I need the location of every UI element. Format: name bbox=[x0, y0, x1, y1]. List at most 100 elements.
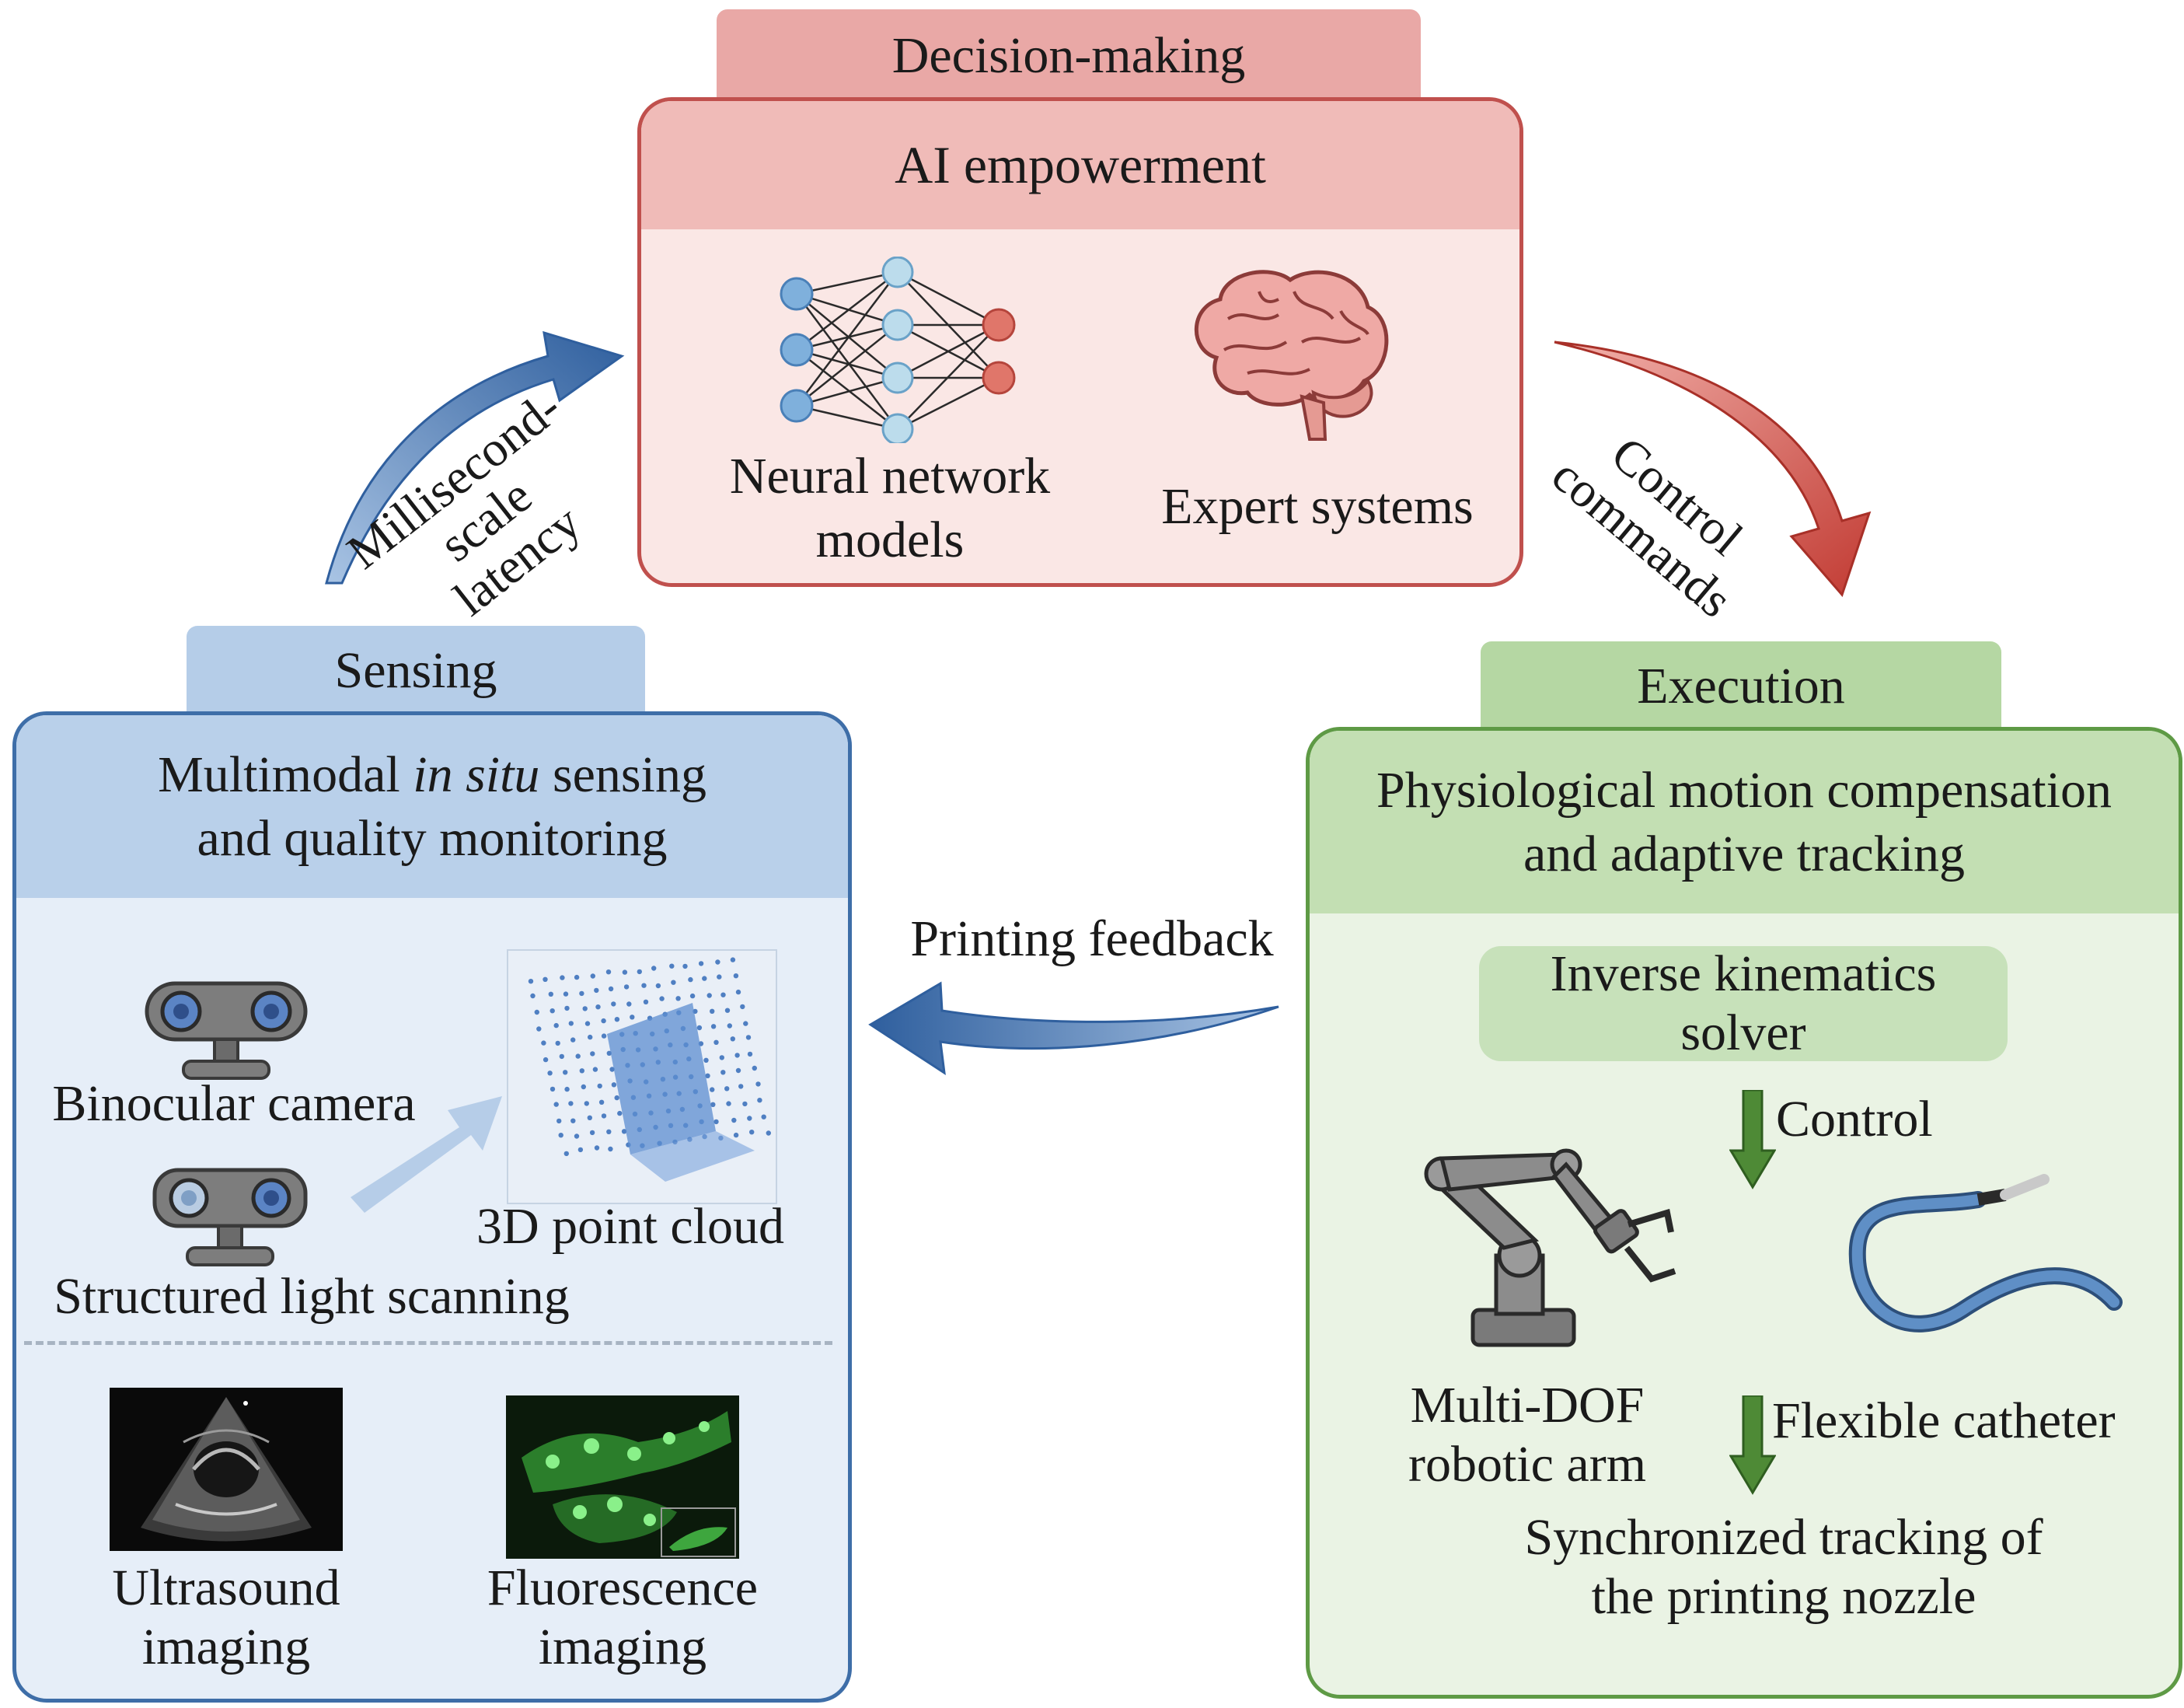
point-cloud-dot bbox=[609, 1067, 615, 1072]
point-cloud-dot bbox=[608, 986, 614, 992]
point-cloud-dot bbox=[564, 1005, 570, 1011]
point-cloud-dot bbox=[710, 1008, 715, 1014]
point-cloud-dot bbox=[555, 1040, 560, 1046]
point-cloud-dot bbox=[730, 957, 736, 962]
point-cloud-dot bbox=[581, 1084, 586, 1090]
neural-network-line2: models bbox=[815, 512, 965, 568]
ultrasound-label: Ultrasound imaging bbox=[63, 1559, 389, 1677]
point-cloud-dot bbox=[595, 1004, 601, 1010]
point-cloud-dot bbox=[675, 996, 681, 1001]
point-cloud-dot bbox=[601, 1018, 606, 1024]
inverse-kinematics-line2: solver bbox=[1680, 1004, 1806, 1061]
synchronized-tracking-line2: the printing nozzle bbox=[1591, 1568, 1976, 1625]
sensing-header-italic: in situ bbox=[413, 746, 540, 803]
point-cloud-dot bbox=[735, 989, 741, 995]
printing-feedback-arrow bbox=[868, 981, 1279, 1076]
point-cloud-dot bbox=[747, 1116, 752, 1121]
point-cloud-dot bbox=[584, 1101, 589, 1106]
point-cloud-dot bbox=[574, 1133, 580, 1139]
point-cloud-dot bbox=[614, 1095, 619, 1101]
scan-direction-arrow bbox=[351, 1096, 502, 1213]
point-cloud-dot bbox=[601, 1113, 607, 1119]
point-cloud-dot bbox=[556, 1118, 562, 1124]
point-cloud-dot bbox=[582, 1006, 588, 1011]
neural-network-icon bbox=[780, 257, 1016, 443]
point-cloud-dot bbox=[730, 1036, 735, 1042]
point-cloud-dot bbox=[710, 1024, 717, 1029]
robotic-arm-line1: Multi-DOF bbox=[1410, 1377, 1645, 1434]
point-cloud-dot bbox=[559, 1053, 564, 1060]
synchronized-tracking-line1: Synchronized tracking of bbox=[1524, 1509, 2043, 1566]
point-cloud-dot bbox=[587, 1115, 592, 1120]
point-cloud-dot bbox=[594, 1145, 600, 1151]
point-cloud-dot bbox=[543, 1057, 549, 1063]
point-cloud-image bbox=[507, 949, 777, 1204]
point-cloud-dot bbox=[536, 1026, 542, 1032]
point-cloud-dot bbox=[755, 1081, 761, 1087]
point-cloud-dot bbox=[575, 1053, 581, 1059]
point-cloud-dot bbox=[558, 1133, 563, 1138]
point-cloud-dot bbox=[742, 1101, 748, 1107]
fluorescence-label: Fluorescence imaging bbox=[452, 1559, 794, 1677]
sensing-header-line1: Multimodal in situ sensing bbox=[158, 743, 706, 807]
point-cloud-dot bbox=[541, 1040, 546, 1046]
point-cloud-dot bbox=[623, 984, 630, 990]
synchronized-tracking-label: Synchronized tracking of the printing no… bbox=[1442, 1508, 2126, 1626]
point-cloud-dot bbox=[655, 983, 661, 989]
point-cloud-dot bbox=[568, 1021, 574, 1026]
point-cloud-dot bbox=[584, 1021, 591, 1026]
point-cloud-dot bbox=[766, 1130, 771, 1136]
execution-header: Physiological motion compensation and ad… bbox=[1310, 731, 2179, 913]
tracking-down-arrow bbox=[1729, 1395, 1776, 1495]
point-cloud-dot bbox=[590, 1051, 595, 1057]
point-cloud-dot bbox=[720, 1070, 726, 1075]
point-cloud-dot bbox=[715, 959, 720, 965]
flexible-catheter-icon bbox=[1848, 1174, 2123, 1333]
sensing-header-pre: Multimodal bbox=[158, 746, 413, 803]
robotic-arm-icon bbox=[1424, 1148, 1676, 1347]
point-cloud-dot bbox=[747, 1051, 753, 1057]
sensing-title: Sensing bbox=[334, 641, 497, 699]
point-cloud-dot bbox=[671, 980, 676, 985]
point-cloud-dot bbox=[733, 1132, 739, 1138]
expert-systems-label: Expert systems bbox=[1161, 478, 1474, 535]
point-cloud-dot bbox=[563, 1151, 569, 1157]
point-cloud-dot bbox=[713, 1039, 719, 1045]
point-cloud-dot bbox=[590, 973, 595, 979]
point-cloud-dot bbox=[553, 1022, 559, 1029]
fluorescence-line2: imaging bbox=[538, 1619, 707, 1675]
ai-empowerment-header: AI empowerment bbox=[641, 101, 1519, 229]
point-cloud-dot bbox=[563, 1070, 568, 1075]
point-cloud-dot bbox=[757, 1098, 762, 1103]
point-cloud-dot bbox=[553, 1102, 559, 1107]
section-divider bbox=[24, 1341, 832, 1345]
point-cloud-dot bbox=[574, 974, 580, 980]
point-cloud-dot bbox=[682, 963, 688, 969]
point-cloud-dot bbox=[588, 1034, 593, 1040]
ultrasound-image bbox=[110, 1388, 343, 1551]
point-cloud-dot bbox=[710, 1087, 715, 1092]
sensing-header: Multimodal in situ sensing and quality m… bbox=[16, 715, 848, 898]
point-cloud-dot bbox=[579, 990, 584, 997]
point-cloud-dot bbox=[611, 1082, 617, 1088]
point-cloud-dot bbox=[577, 1147, 584, 1153]
point-cloud-dot bbox=[589, 1130, 595, 1136]
binocular-camera-label: Binocular camera bbox=[52, 1075, 416, 1132]
point-cloud-dot bbox=[738, 1084, 744, 1089]
point-cloud-dot bbox=[548, 991, 553, 997]
neural-network-line1: Neural network bbox=[729, 448, 1051, 505]
control-down-arrow bbox=[1729, 1090, 1776, 1189]
point-cloud-dot bbox=[724, 1008, 731, 1013]
point-cloud-dot bbox=[727, 1023, 732, 1029]
point-cloud-dot bbox=[547, 1071, 553, 1076]
structured-light-label: Structured light scanning bbox=[54, 1268, 570, 1325]
point-cloud-dot bbox=[549, 1008, 555, 1014]
control-label: Control bbox=[1776, 1091, 1933, 1147]
structured-light-scanner-icon bbox=[152, 1168, 308, 1266]
point-cloud-dot bbox=[630, 1015, 635, 1020]
point-cloud-dot bbox=[698, 961, 704, 966]
point-cloud-dot bbox=[528, 979, 534, 984]
decision-making-panel: AI empowerment bbox=[637, 97, 1523, 587]
control-commands-arrow bbox=[1554, 341, 1872, 597]
neural-network-models-label: Neural network models bbox=[711, 445, 1069, 572]
